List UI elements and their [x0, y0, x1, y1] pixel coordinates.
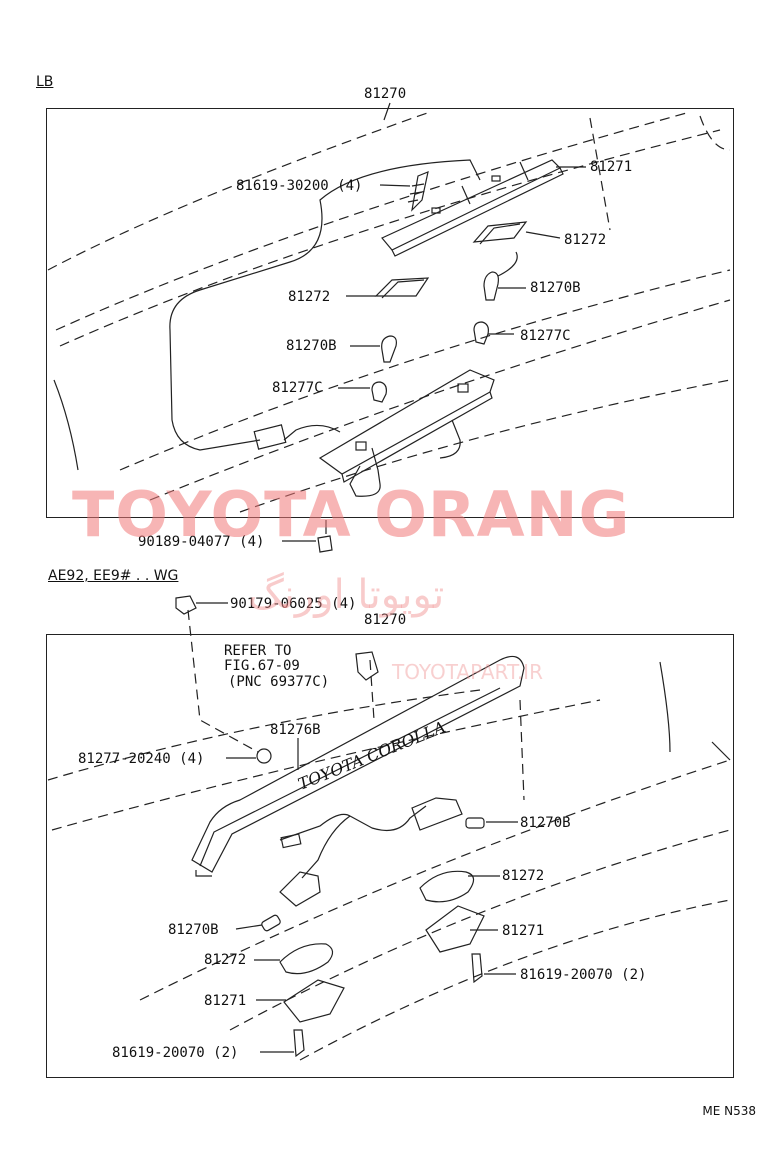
- label-refer-line2: FIG.67-09: [224, 658, 300, 674]
- label-lens-left-81272: 81272: [204, 952, 247, 968]
- label-screw-right-81619-20070: 81619-20070 (2): [520, 967, 647, 983]
- label-bulb-right-81270b: 81270B: [530, 280, 581, 296]
- watermark-url: TOYOTAPART.IR: [392, 660, 543, 684]
- figure-code: ME N538: [702, 1104, 756, 1118]
- label-housing-left-81271: 81271: [204, 993, 247, 1009]
- label-lens-right-81272: 81272: [564, 232, 607, 248]
- label-socket-right-81277c: 81277C: [520, 328, 571, 344]
- label-refer-line1: REFER TO: [224, 643, 292, 659]
- label-bulb-left-81270b: 81270B: [286, 338, 337, 354]
- wg-diagram-frame: [46, 634, 734, 1078]
- section-lb-tag: LB: [36, 74, 54, 90]
- label-grommet-81277-20240: 81277-20240 (4): [78, 751, 205, 767]
- label-bulb-left-81270b: 81270B: [168, 922, 219, 938]
- label-lens-left-81272: 81272: [288, 289, 331, 305]
- label-screw-81619-30200: 81619-30200 (4): [236, 178, 363, 194]
- wg-assembly-number: 81270: [364, 612, 407, 628]
- section-wg-tag: AE92, EE9# . . WG: [48, 568, 179, 584]
- label-refer-line3: (PNC 69377C): [228, 674, 330, 690]
- label-clip-90189-04077: 90189-04077 (4): [138, 534, 265, 550]
- label-bulb-right-81270b: 81270B: [520, 815, 571, 831]
- watermark-persian: تویوتا اورنگ: [248, 572, 445, 618]
- label-socket-left-81277c: 81277C: [272, 380, 323, 396]
- label-housing-81271: 81271: [590, 159, 633, 175]
- label-nut-90179-06025: 90179-06025 (4): [230, 596, 357, 612]
- label-lens-right-81272: 81272: [502, 868, 545, 884]
- label-garnish-81276b: 81276B: [270, 722, 321, 738]
- label-screw-left-81619-20070: 81619-20070 (2): [112, 1045, 239, 1061]
- watermark-brand: TOYOTA ORANG: [72, 478, 631, 551]
- lb-assembly-number: 81270: [364, 86, 407, 102]
- label-housing-right-81271: 81271: [502, 923, 545, 939]
- lb-diagram-frame: [46, 108, 734, 518]
